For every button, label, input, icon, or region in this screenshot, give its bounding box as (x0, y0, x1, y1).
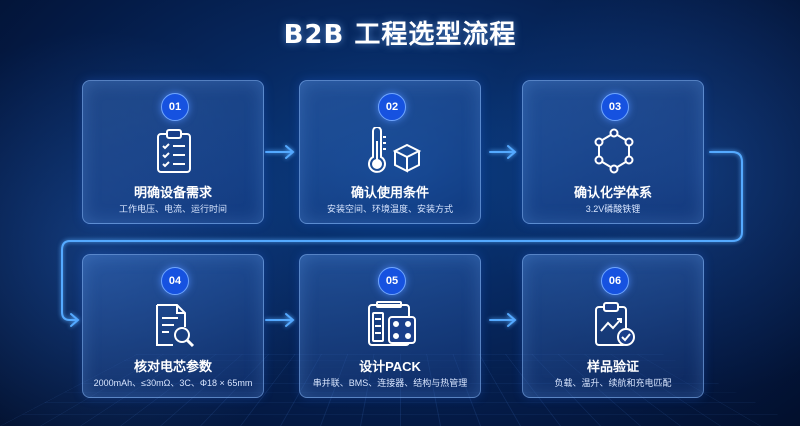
step-title: 确认使用条件 (350, 185, 429, 200)
step-number-badge: 04 (161, 267, 189, 295)
step-card-2: 02 确认使用条件 安装空间、环境温度、安装方式 (299, 80, 481, 224)
step-title: 明确设备需求 (133, 185, 212, 200)
step-card-4: 04 核对电芯参数 2000mAh、≤30mΩ、3C、Φ18 × 65mm (82, 254, 264, 398)
step-description: 工作电压、电流、运行时间 (118, 204, 227, 214)
step-description: 安装空间、环境温度、安装方式 (326, 204, 453, 214)
step-number-badge: 03 (601, 93, 629, 121)
document-magnifier-icon (139, 299, 209, 351)
clipboard-checklist-icon (139, 125, 209, 177)
step-title: 确认化学体系 (573, 185, 652, 200)
step-card-1: 01 明确设备需求 工作电压、电流、运行时间 (82, 80, 264, 224)
step-description: 3.2V磷酸铁锂 (585, 204, 641, 214)
step-number-badge: 06 (601, 267, 629, 295)
step-title: 核对电芯参数 (133, 359, 212, 374)
step-number-badge: 02 (378, 93, 406, 121)
step-card-6: 06 样品验证 负载、温升、续航和充电匹配 (522, 254, 704, 398)
page-title: B2B 工程选型流程 (283, 20, 517, 50)
hexagon-molecule-icon (579, 125, 649, 177)
step-description: 串并联、BMS、连接器、结构与热管理 (312, 378, 468, 388)
step-number-badge: 05 (378, 267, 406, 295)
step-card-3: 03 确认化学体系 3.2V磷酸铁锂 (522, 80, 704, 224)
step-description: 2000mAh、≤30mΩ、3C、Φ18 × 65mm (93, 378, 253, 388)
clipboard-chart-check-icon (579, 299, 649, 351)
step-title: 设计PACK (359, 359, 421, 374)
battery-pack-icon (356, 299, 426, 351)
arrow-3-4 (61, 151, 743, 321)
step-description: 负载、温升、续航和充电匹配 (554, 378, 672, 388)
step-number-badge: 01 (161, 93, 189, 121)
step-title: 样品验证 (586, 359, 639, 374)
thermometer-cube-icon (356, 125, 426, 177)
step-card-5: 05 设计PACK 串并联、BMS、连接器、结构与热管理 (299, 254, 481, 398)
